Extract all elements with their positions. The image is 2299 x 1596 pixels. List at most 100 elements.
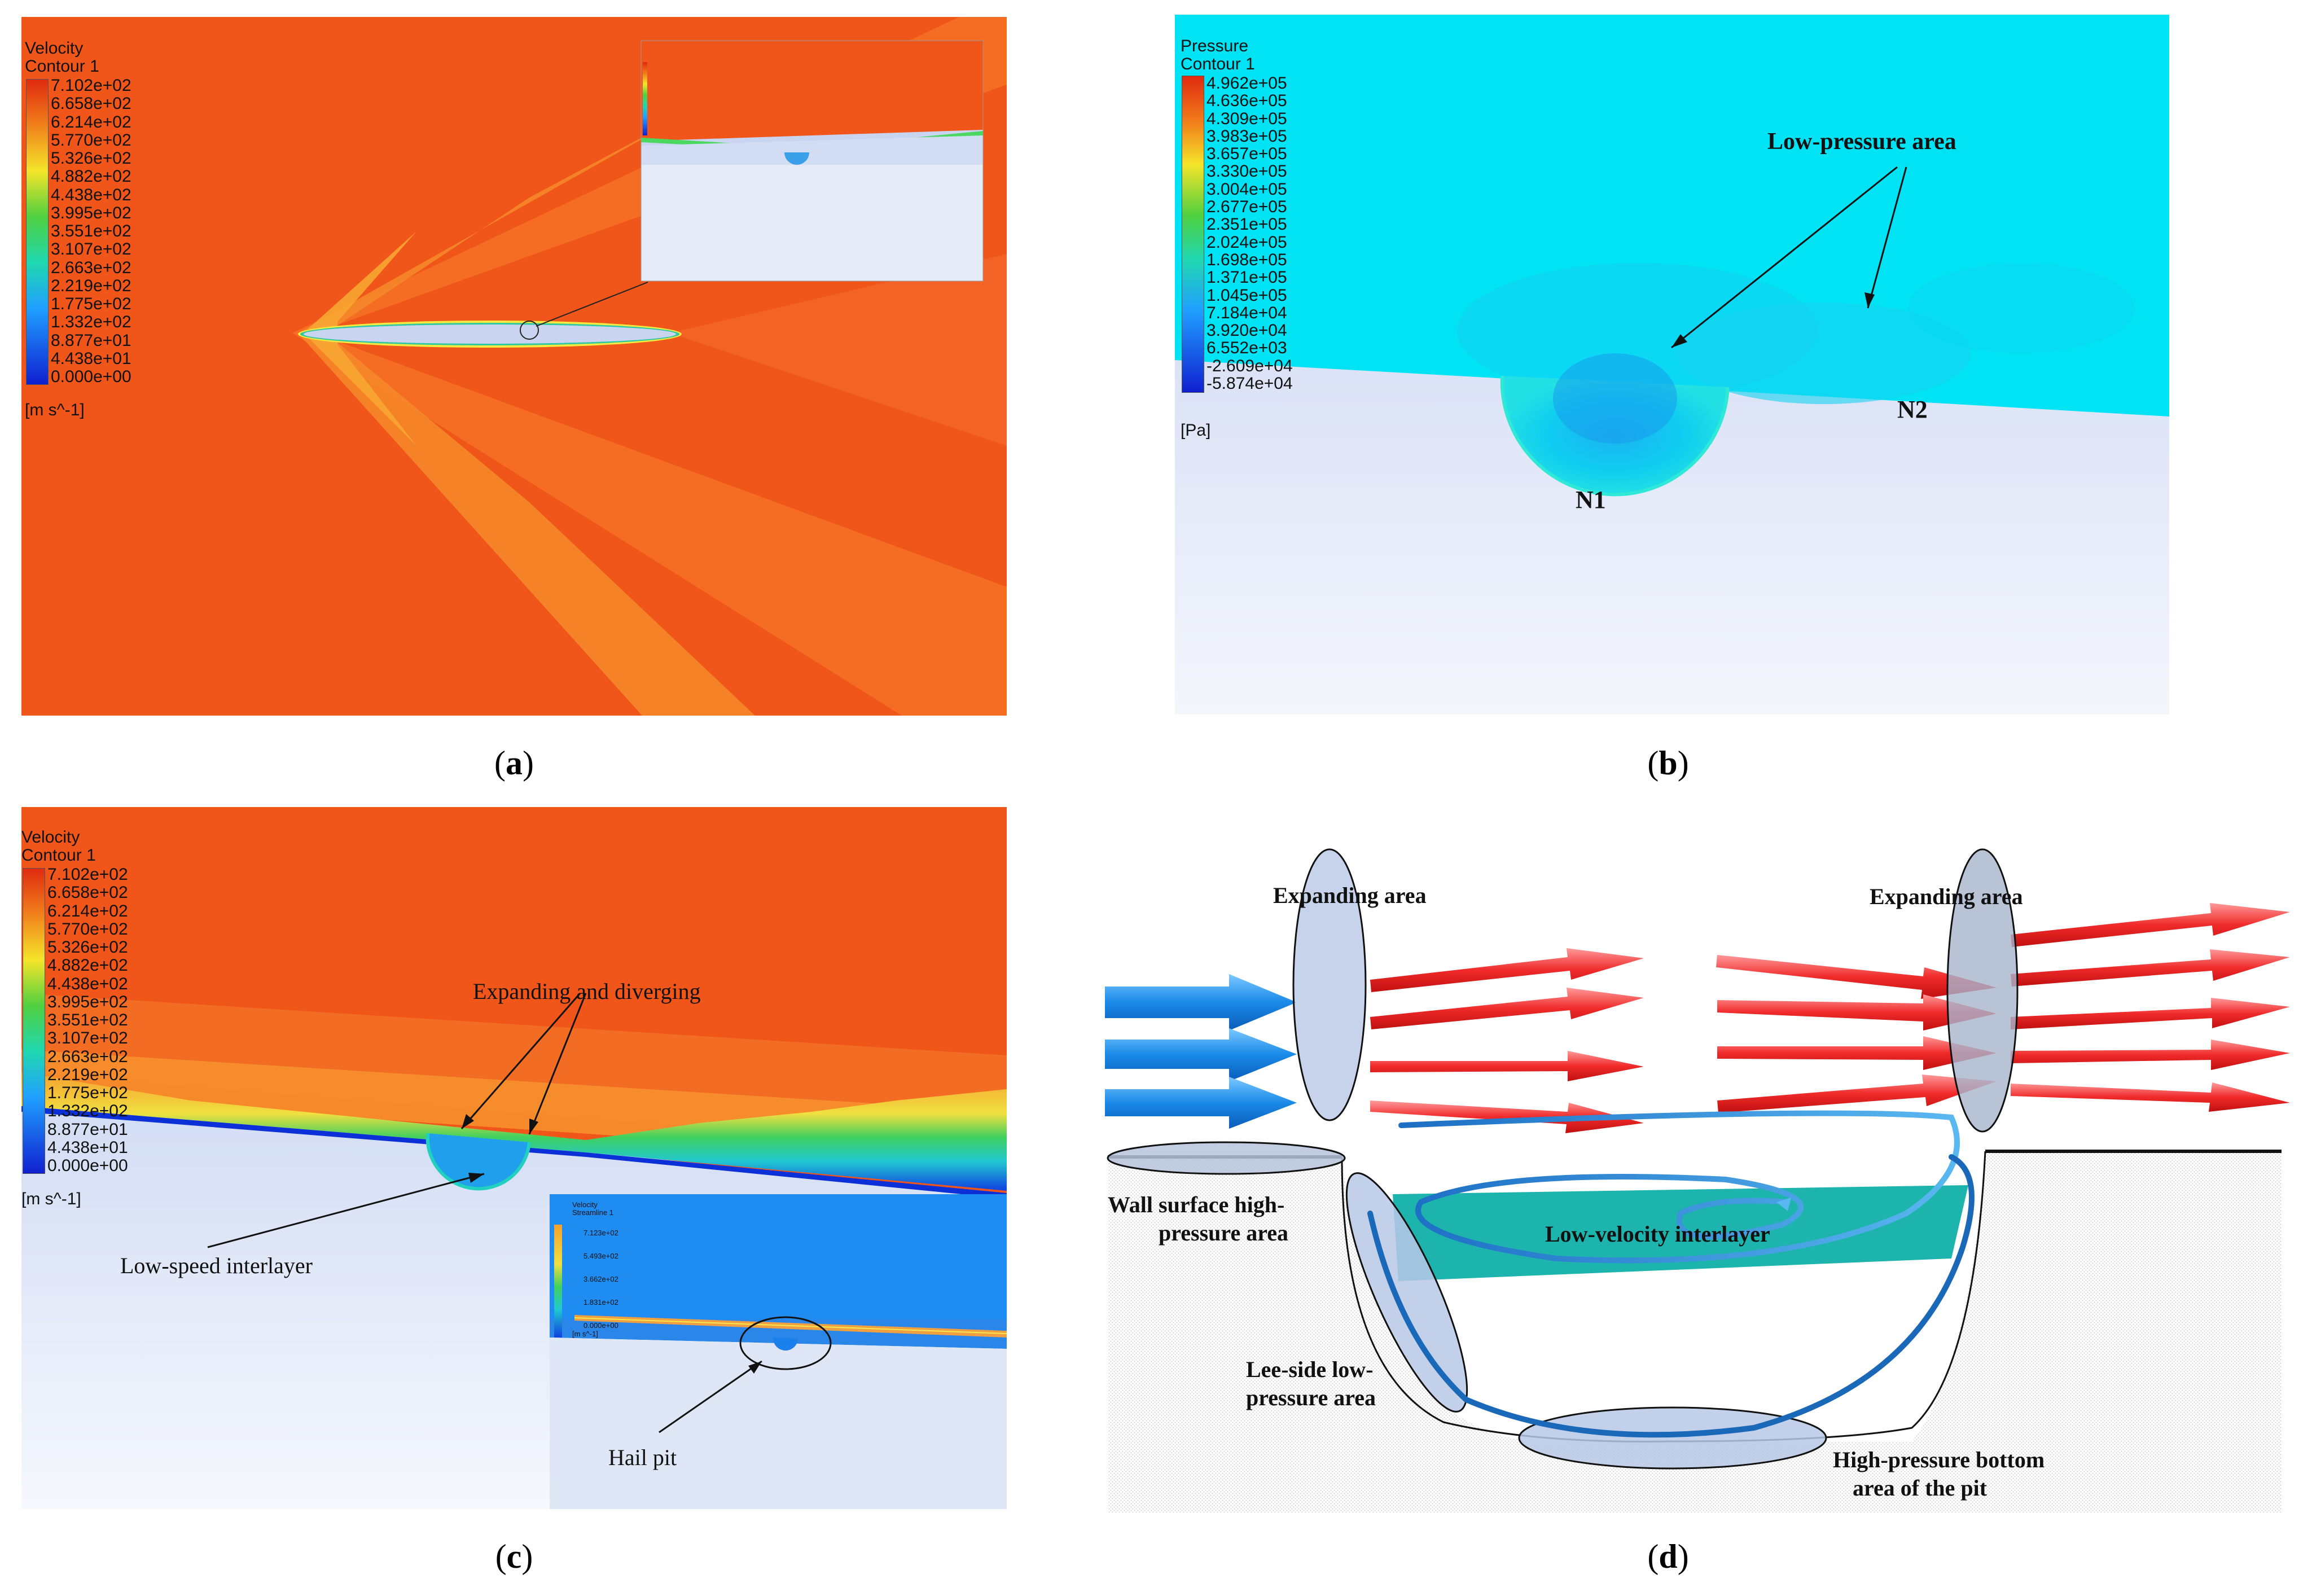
legend-tick-label: 4.438e+01: [47, 1138, 128, 1157]
legend-tick-label: 3.657e+05: [1206, 144, 1287, 164]
panel-b: Low-pressure area N1 N2 Pressure Contour…: [1175, 15, 2169, 714]
legend-unit: [m s^-1]: [21, 1190, 81, 1208]
legend-tick-label: 2.351e+05: [1206, 215, 1287, 234]
legend-tick-label: 6.658e+02: [47, 883, 128, 902]
legend-tick-label: 1.775e+02: [51, 295, 131, 313]
caption-d: (d): [1647, 1538, 1689, 1575]
legend-tick-label: 3.995e+02: [51, 203, 131, 222]
legend-tick-label: -2.609e+04: [1206, 356, 1293, 375]
legend-subtitle: Contour 1: [21, 846, 96, 865]
label-lee-line2: pressure area: [1246, 1385, 1376, 1410]
inset-legend-title: Velocity: [572, 1200, 598, 1209]
legend-tick-label: 4.438e+01: [51, 349, 131, 368]
velocity-contour-a: [21, 17, 1007, 716]
expanding-area-right-marker: [1946, 848, 2019, 1133]
panel-c: Expanding and diverging Low-speed interl…: [21, 807, 1007, 1509]
legend-tick-label: 3.983e+05: [1206, 126, 1287, 146]
legend-tick-label: 7.102e+02: [47, 865, 128, 884]
legend-tick-label: 5.326e+02: [51, 149, 131, 168]
legend-tick-label: 4.636e+05: [1206, 91, 1287, 111]
legend-tick-label: 0.000e+00: [47, 1156, 128, 1175]
pressure-contour-b: Low-pressure area N1 N2: [1175, 15, 2169, 714]
legend-tick-label: 5.770e+02: [51, 130, 131, 150]
label-bottom-line1: High-pressure bottom: [1833, 1447, 2044, 1472]
label-wall-line1: Wall surface high-: [1108, 1192, 1284, 1217]
inset-legend-c: Velocity Streamline 1 7.123e+02 5.493e+02…: [572, 1201, 685, 1348]
legend-tick-label: 1.831e+02: [583, 1297, 618, 1306]
color-bar: [26, 79, 49, 385]
legend-tick-label: 4.438e+02: [47, 974, 128, 993]
legend-tick-label: 2.663e+02: [47, 1047, 128, 1066]
legend-tick-label: 0.000e+00: [583, 1321, 618, 1330]
legend-tick-label: 6.658e+02: [51, 94, 131, 113]
legend-tick-label: 4.882e+02: [51, 167, 131, 186]
panel-d: Expanding area Expanding area Wall surfa…: [1105, 807, 2299, 1512]
label-n2: N2: [1897, 396, 1928, 423]
legend-tick-label: 2.219e+02: [47, 1065, 128, 1084]
legend-tick-label: 6.552e+03: [1206, 339, 1287, 358]
label-bottom-line2: area of the pit: [1853, 1475, 1988, 1501]
legend-title: Velocity: [21, 828, 80, 847]
legend-tick-label: 3.662e+02: [583, 1274, 618, 1283]
legend-subtitle: Contour 1: [1181, 55, 1255, 73]
legend-tick-label: 2.663e+02: [51, 258, 131, 277]
inset-legend-subtitle: Streamline 1: [572, 1208, 613, 1217]
legend-tick-label: 8.877e+01: [47, 1120, 128, 1139]
legend-tick-label: 6.214e+02: [51, 112, 131, 131]
legend-tick-label: 4.962e+05: [1206, 74, 1287, 93]
caption-b: (b): [1647, 744, 1689, 782]
label-expanding-area-right: Expanding area: [1870, 884, 2023, 909]
inset-legend-unit: [m s^-1]: [572, 1330, 598, 1338]
flow-mechanism-diagram: Expanding area Expanding area Wall surfa…: [1105, 848, 2290, 1512]
legend-tick-label: 0.000e+00: [51, 367, 131, 386]
label-lee-line1: Lee-side low-: [1246, 1357, 1374, 1382]
label-low-speed-interlayer: Low-speed interlayer: [120, 1253, 313, 1278]
legend-tick-label: 3.551e+02: [51, 222, 131, 240]
label-expanding-area-left: Expanding area: [1273, 883, 1427, 908]
legend-tick-label: 8.877e+01: [51, 331, 131, 350]
legend-tick-label: 5.493e+02: [583, 1251, 618, 1260]
velocity-contour-c: Expanding and diverging Low-speed interl…: [21, 807, 1007, 1509]
legend-subtitle: Contour 1: [25, 57, 99, 76]
caption-a: (a): [494, 744, 534, 782]
legend-tick-label: 4.309e+05: [1206, 109, 1287, 128]
legend-tick-label: 1.698e+05: [1206, 250, 1287, 269]
legend-tick-label: 2.219e+02: [51, 276, 131, 295]
label-low-velocity-interlayer: Low-velocity interlayer: [1545, 1221, 1770, 1247]
pit-bottom-marker: [1518, 1406, 1827, 1470]
label-expanding-diverging: Expanding and diverging: [473, 979, 701, 1004]
legend-tick-label: 7.102e+02: [51, 76, 131, 95]
color-bar: [1182, 76, 1204, 393]
legend-tick-label: 1.332e+02: [51, 313, 131, 332]
legend-tick-label: 5.770e+02: [47, 919, 128, 939]
legend-tick-label: 3.330e+05: [1206, 162, 1287, 181]
legend-tick-label: 7.123e+02: [583, 1228, 618, 1237]
label-hail-pit: Hail pit: [608, 1445, 677, 1470]
legend-tick-label: 3.920e+04: [1206, 321, 1287, 340]
label-n1: N1: [1576, 486, 1606, 514]
legend-tick-label: 3.004e+05: [1206, 179, 1287, 199]
legend-tick-label: 7.184e+04: [1206, 303, 1287, 322]
legend-unit: [m s^-1]: [25, 401, 85, 419]
legend-tick-label: 5.326e+02: [47, 938, 128, 957]
legend-tick-label: 4.438e+02: [51, 185, 131, 204]
legend-tick-label: 3.107e+02: [51, 240, 131, 259]
wall-high-pressure-marker: [1107, 1141, 1346, 1175]
color-bar: [23, 868, 45, 1174]
legend-tick-label: 4.882e+02: [47, 956, 128, 975]
legend-tick-label: 3.107e+02: [47, 1029, 128, 1048]
caption-c: (c): [495, 1538, 533, 1575]
legend-tick-label: 1.775e+02: [47, 1084, 128, 1102]
label-wall-line2: pressure area: [1159, 1220, 1288, 1246]
legend-tick-label: 1.332e+02: [47, 1102, 128, 1121]
legend-tick-label: -5.874e+04: [1206, 374, 1293, 393]
legend-tick-label: 6.214e+02: [47, 901, 128, 920]
legend-title: Pressure: [1181, 37, 1249, 55]
legend-tick-label: 3.995e+02: [47, 992, 128, 1011]
legend-tick-label: 2.024e+05: [1206, 233, 1287, 252]
expanding-area-left-marker: [1292, 848, 1367, 1121]
